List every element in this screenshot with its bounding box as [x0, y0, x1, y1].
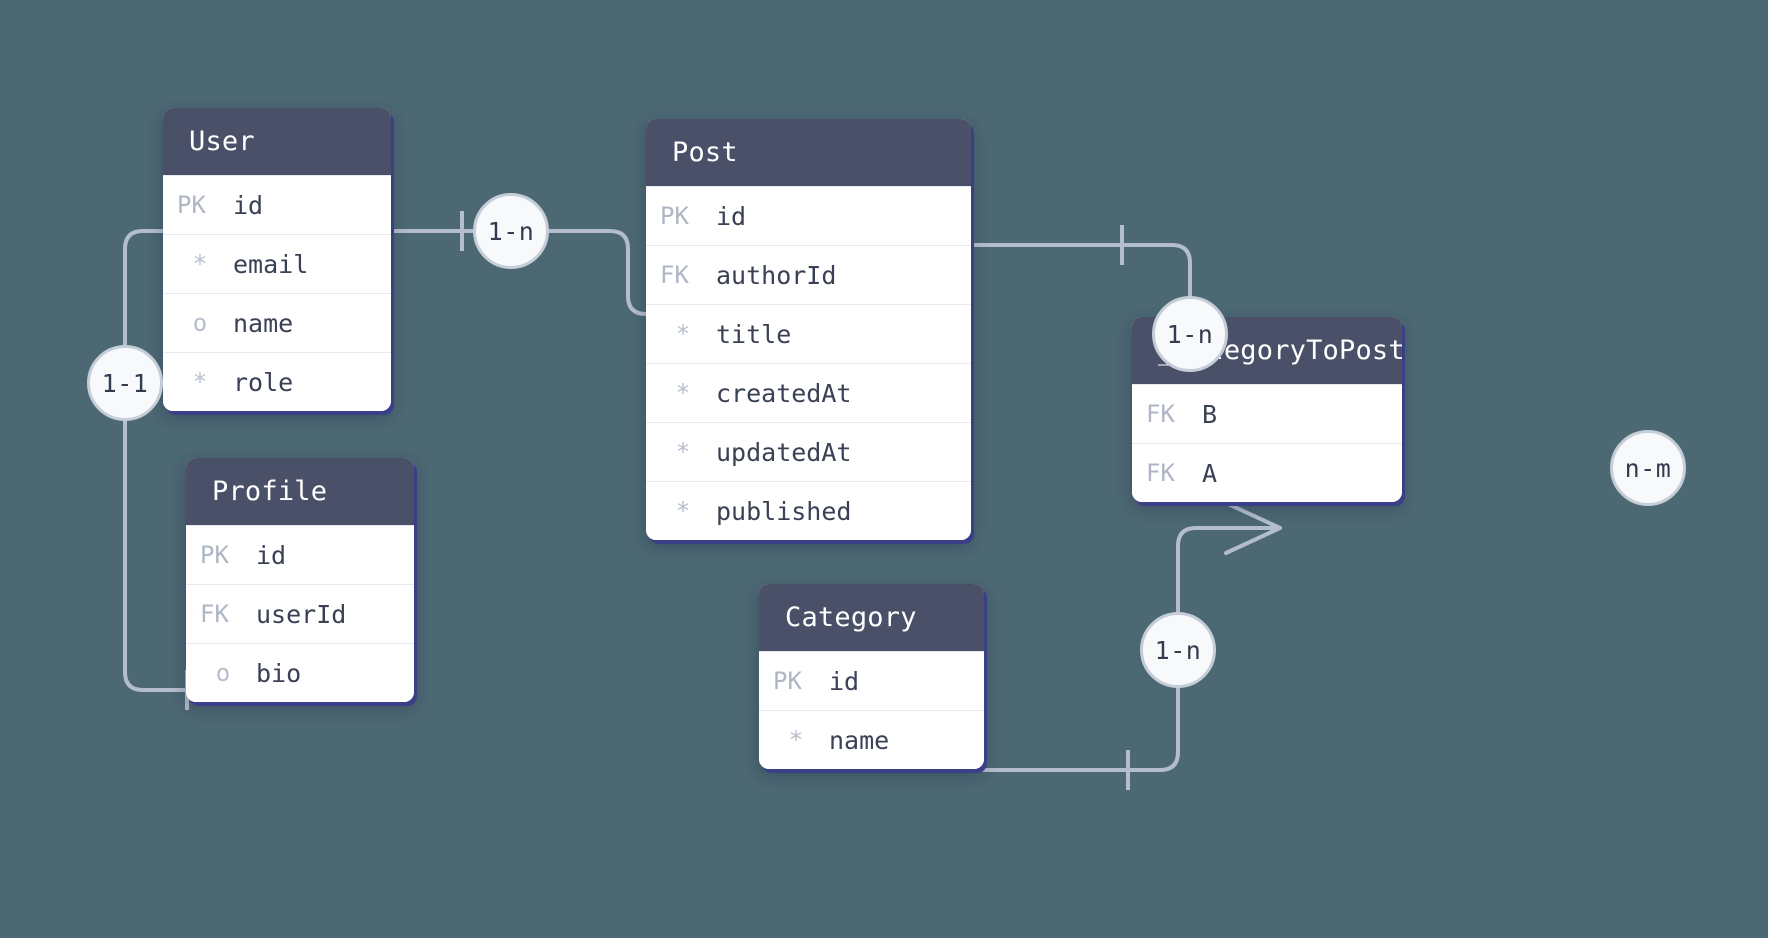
field-name: id [256, 540, 287, 570]
field-name: published [716, 496, 852, 526]
field-row-post-createdat[interactable]: * createdAt [646, 363, 971, 422]
field-row-profile-bio[interactable]: o bio [186, 643, 414, 702]
field-row-user-email[interactable]: * email [163, 234, 391, 293]
field-row-user-role[interactable]: * role [163, 352, 391, 411]
wire-post-to-1n-b [969, 243, 1192, 298]
key-badge-required: * [675, 320, 691, 348]
cardinality-badge-user-post[interactable]: 1-n [473, 193, 549, 269]
field-name: updatedAt [716, 437, 852, 467]
field-row-post-title[interactable]: * title [646, 304, 971, 363]
key-badge-fk: FK [1146, 459, 1175, 487]
cardinality-badge-user-profile[interactable]: 1-1 [87, 345, 163, 421]
field-name: createdAt [716, 378, 852, 408]
key-badge-fk: FK [200, 600, 229, 628]
field-row-category-name[interactable]: * name [759, 710, 984, 769]
field-row-user-name[interactable]: o name [163, 293, 391, 352]
field-row-user-id[interactable]: PK id [163, 175, 391, 234]
field-row-categorytopost-a[interactable]: FK A [1132, 443, 1402, 502]
entity-table-category[interactable]: Category PK id * name [759, 584, 984, 769]
cardinality-badge-category-post-manytomany[interactable]: n-m [1610, 430, 1686, 506]
field-name: name [233, 308, 294, 338]
cardinality-badge-post-categorytopost[interactable]: 1-n [1152, 296, 1228, 372]
entity-table-profile[interactable]: Profile PK id FK userId o bio [186, 458, 414, 702]
entity-title-category: Category [759, 584, 984, 651]
key-badge-required: * [192, 250, 208, 278]
crowsfoot-categorytopost-a [1224, 501, 1282, 555]
key-badge-pk: PK [177, 191, 206, 219]
key-badge-pk: PK [660, 202, 689, 230]
wire-1n-to-post-authorid [547, 229, 648, 316]
field-row-post-authorid[interactable]: FK authorId [646, 245, 971, 304]
entity-title-post: Post [646, 119, 971, 186]
field-name: title [716, 319, 792, 349]
field-name: role [233, 367, 294, 397]
wire-user-to-11 [123, 229, 182, 347]
key-badge-required: * [192, 368, 208, 396]
key-badge-required: * [675, 438, 691, 466]
key-badge-required: * [788, 726, 804, 754]
wire-category-to-1n-a [982, 686, 1180, 772]
field-row-category-id[interactable]: PK id [759, 651, 984, 710]
entity-title-user: User [163, 108, 391, 175]
field-name: B [1202, 399, 1218, 429]
entity-table-user[interactable]: User PK id * email o name * role [163, 108, 391, 411]
field-name: name [829, 725, 890, 755]
field-name: bio [256, 658, 302, 688]
key-badge-pk: PK [773, 667, 802, 695]
field-name: authorId [716, 260, 837, 290]
field-row-post-updatedat[interactable]: * updatedAt [646, 422, 971, 481]
key-badge-fk: FK [1146, 400, 1175, 428]
key-badge-required: * [675, 379, 691, 407]
field-row-categorytopost-b[interactable]: FK B [1132, 384, 1402, 443]
wire-1n-to-categorytopost-a [1176, 526, 1270, 614]
field-row-profile-id[interactable]: PK id [186, 525, 414, 584]
field-name: id [716, 201, 747, 231]
field-row-post-published[interactable]: * published [646, 481, 971, 540]
key-badge-optional: o [215, 659, 231, 687]
field-name: id [829, 666, 860, 696]
wire-11-to-profile-userid [123, 419, 206, 692]
key-badge-required: * [675, 497, 691, 525]
cardinality-badge-category-categorytopost[interactable]: 1-n [1140, 612, 1216, 688]
entity-table-post[interactable]: Post PK id FK authorId * title * created… [646, 119, 971, 540]
field-name: id [233, 190, 264, 220]
key-badge-fk: FK [660, 261, 689, 289]
entity-title-profile: Profile [186, 458, 414, 525]
field-row-post-id[interactable]: PK id [646, 186, 971, 245]
field-row-profile-userid[interactable]: FK userId [186, 584, 414, 643]
field-name: A [1202, 458, 1218, 488]
field-name: email [233, 249, 309, 279]
key-badge-optional: o [192, 309, 208, 337]
key-badge-pk: PK [200, 541, 229, 569]
field-name: userId [256, 599, 347, 629]
